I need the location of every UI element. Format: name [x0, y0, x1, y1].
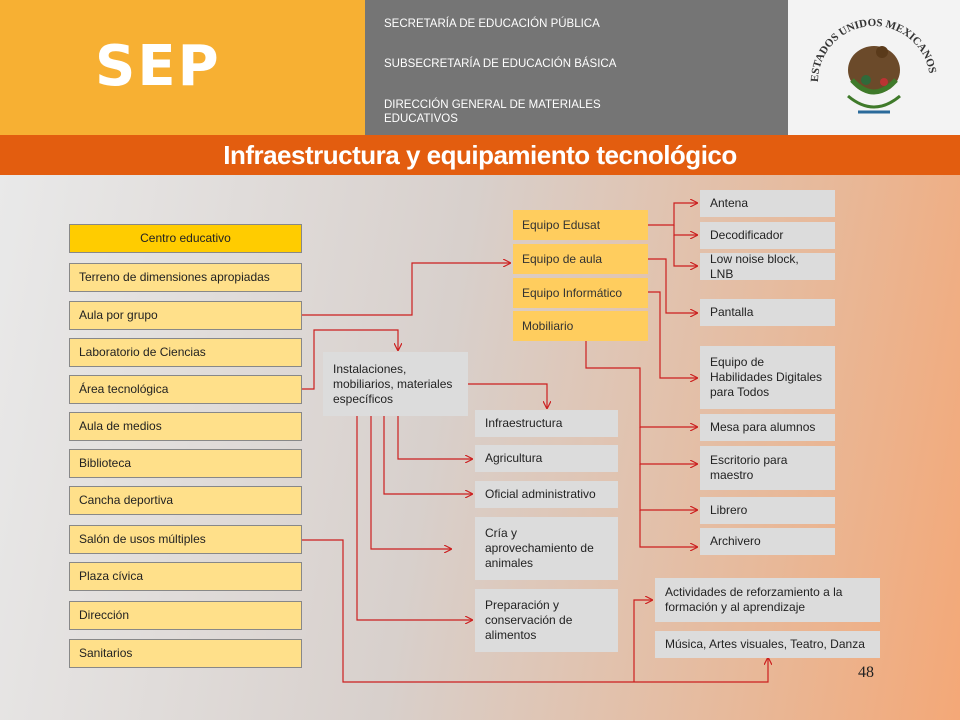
right-item-antena: Antena — [700, 190, 835, 217]
facility-preparacion-alimentos: Preparación y conservación de alimentos — [475, 589, 618, 652]
facility-agricultura: Agricultura — [475, 445, 618, 472]
facility-infraestructura: Infraestructura — [475, 410, 618, 437]
facility-cria-animales: Cría y aprovechamiento de animales — [475, 517, 618, 580]
left-item-laboratorio: Laboratorio de Ciencias — [69, 338, 302, 367]
right-item-decodificador: Decodificador — [700, 222, 835, 249]
seal-area: ESTADOS UNIDOS MEXICANOS — [788, 0, 960, 135]
equipo-aula: Equipo de aula — [513, 244, 648, 274]
right-item-pantalla: Pantalla — [700, 299, 835, 326]
org-line-1: SECRETARÍA DE EDUCACIÓN PÚBLICA — [384, 18, 600, 30]
right-item-lnb: Low noise block, LNB — [700, 252, 835, 281]
instalaciones-box: Instalaciones, mobiliarios, materiales e… — [323, 352, 468, 416]
right-item-equipo-hdt: Equipo de Habilidades Digitales para Tod… — [700, 346, 835, 409]
sep-logo: SEP — [95, 34, 221, 99]
org-line-2: SUBSECRETARÍA DE EDUCACIÓN BÁSICA — [384, 58, 617, 70]
left-item-sanitarios: Sanitarios — [69, 639, 302, 668]
org-line-3: DIRECCIÓN GENERAL DE MATERIALES EDUCATIV… — [384, 99, 601, 125]
page-number: 48 — [858, 664, 874, 681]
right-item-archivero: Archivero — [700, 528, 835, 555]
left-item-area-tecnologica: Área tecnológica — [69, 375, 302, 404]
mexican-seal-icon: ESTADOS UNIDOS MEXICANOS — [809, 17, 938, 114]
centro-educativo-header: Centro educativo — [69, 224, 302, 253]
header-org-area — [365, 0, 788, 135]
page-title: Infraestructura y equipamiento tecnológi… — [223, 140, 737, 170]
mobiliario: Mobiliario — [513, 311, 648, 341]
activity-artes: Música, Artes visuales, Teatro, Danza — [655, 631, 880, 658]
left-item-cancha: Cancha deportiva — [69, 486, 302, 515]
left-item-plaza-civica: Plaza cívica — [69, 562, 302, 591]
left-item-salon-usos: Salón de usos múltiples — [69, 525, 302, 554]
equipo-informatico: Equipo Informático — [513, 278, 648, 308]
right-item-mesa-alumnos: Mesa para alumnos — [700, 414, 835, 441]
left-item-biblioteca: Biblioteca — [69, 449, 302, 478]
facility-oficial-administrativo: Oficial administrativo — [475, 481, 618, 508]
right-item-escritorio: Escritorio para maestro — [700, 446, 835, 490]
left-item-aula-grupo: Aula por grupo — [69, 301, 302, 330]
left-item-terreno: Terreno de dimensiones apropiadas — [69, 263, 302, 292]
left-item-direccion: Dirección — [69, 601, 302, 630]
title-bar — [0, 135, 960, 175]
left-item-aula-medios: Aula de medios — [69, 412, 302, 441]
right-item-librero: Librero — [700, 497, 835, 524]
activity-reforzamiento: Actividades de reforzamiento a la formac… — [655, 578, 880, 622]
equipo-edusat: Equipo Edusat — [513, 210, 648, 240]
header-logo-area — [0, 0, 365, 135]
